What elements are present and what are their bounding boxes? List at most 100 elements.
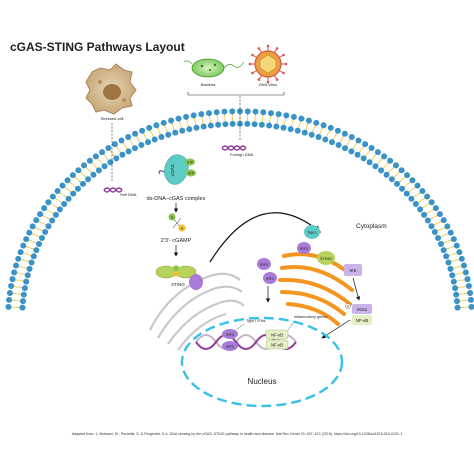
phospholipid-head xyxy=(153,122,160,129)
phospholipid-head xyxy=(313,119,320,126)
phospho-marker xyxy=(345,303,351,309)
type-ifns-pointer xyxy=(235,323,245,331)
phospholipid-head xyxy=(113,155,120,162)
phospholipid-head xyxy=(41,205,48,212)
phospholipid-head xyxy=(81,162,88,169)
phospholipid-head xyxy=(335,141,342,148)
irf3-dimer-a-label: IRF3 xyxy=(260,263,268,267)
phospholipid-head xyxy=(468,303,474,310)
sting-golgi-label: STING xyxy=(320,256,332,261)
phospholipid-head xyxy=(445,259,452,266)
phospholipid-head xyxy=(23,236,30,243)
phospholipid-head xyxy=(36,240,43,247)
phospholipid-head xyxy=(222,121,229,128)
phospholipid-head xyxy=(92,153,99,160)
phospholipid-head xyxy=(158,133,165,140)
phospholipid-head xyxy=(70,190,77,197)
phospholipid-head xyxy=(280,124,287,131)
ikk-complex xyxy=(344,264,362,276)
phospholipid-head xyxy=(424,217,431,224)
phospholipid-head xyxy=(131,145,138,152)
phospholipid-head xyxy=(33,217,40,224)
dna-virus-icon xyxy=(248,44,288,84)
endoplasmic-reticulum xyxy=(149,272,245,351)
a-label: A xyxy=(181,227,184,231)
sting-protein xyxy=(155,265,203,290)
phospholipid-head xyxy=(453,298,460,305)
phospholipid-head xyxy=(6,296,13,303)
phospholipid-head xyxy=(193,124,200,131)
phospholipid-head xyxy=(381,153,388,160)
phospholipid-head xyxy=(99,149,106,156)
tbk1-label: TBK1 xyxy=(307,230,318,235)
phospholipid-head xyxy=(327,124,334,131)
phospholipid-head xyxy=(20,242,27,249)
foreign-dna-label: Foreign DNA xyxy=(230,152,253,157)
cgamp-label: 2'3'- cGAMP xyxy=(161,238,192,244)
phospholipid-head xyxy=(45,199,52,206)
nucleus-label: Nucleus xyxy=(248,377,277,386)
phospholipid-head xyxy=(132,130,139,137)
phospholipid-head xyxy=(408,195,415,202)
phospholipid-head xyxy=(30,253,37,260)
phospholipid-head xyxy=(424,193,431,200)
nfkb-nuclear-a-label: NF-κB xyxy=(271,333,283,338)
phospholipid-head xyxy=(59,182,66,189)
phospholipid-head xyxy=(69,172,76,179)
phospholipid-head xyxy=(315,133,322,140)
phospholipid-head xyxy=(138,141,145,148)
inflammatory-genes-pointer xyxy=(287,321,295,331)
phospholipid-head xyxy=(412,201,419,208)
phospholipid-head xyxy=(74,185,81,192)
gtp-label: GTP xyxy=(187,161,194,165)
phospholipid-head xyxy=(85,176,92,183)
phospholipid-head xyxy=(145,139,152,146)
phospholipid-head xyxy=(465,283,472,290)
phospholipid-head xyxy=(294,127,301,134)
phospholipid-head xyxy=(179,127,186,134)
phospholipid-head xyxy=(20,291,27,298)
phospholipid-head xyxy=(95,167,102,174)
gtp-molecule xyxy=(185,158,195,166)
phospholipid-head xyxy=(86,157,93,164)
phospholipid-head xyxy=(42,229,49,236)
phospholipid-head xyxy=(237,120,243,127)
phospholipid-head xyxy=(305,117,312,124)
phospholipid-head xyxy=(49,217,56,224)
phospholipid-head xyxy=(33,247,40,254)
phospholipid-head xyxy=(447,265,454,272)
phospholipid-head xyxy=(258,121,265,128)
phospholipid-head xyxy=(392,162,399,169)
phospholipid-head xyxy=(15,255,22,262)
phospholipid-head xyxy=(190,112,197,119)
phospholipid-head xyxy=(464,276,471,283)
phospholipid-head xyxy=(440,217,447,224)
irf3-nuclear-b-label: IRF3 xyxy=(226,345,234,349)
phospholipid-head xyxy=(125,148,132,155)
phospholipid-head xyxy=(229,108,236,115)
phospholipid-head xyxy=(368,145,375,152)
phospholipid-head xyxy=(456,249,463,256)
phospholipid-head xyxy=(387,157,394,164)
phospholipid-head xyxy=(20,298,27,305)
phospholipid-head xyxy=(449,272,456,279)
phospholipid-head xyxy=(462,269,469,276)
phospholipid-head xyxy=(372,163,379,170)
phospholipid-head xyxy=(388,176,395,183)
self-dna-icon xyxy=(103,187,123,193)
phospholipid-head xyxy=(437,240,444,247)
foreign-dna-strand xyxy=(221,145,247,151)
phospholipid-head xyxy=(28,259,35,266)
phospholipid-head xyxy=(399,185,406,192)
phospholipid-head xyxy=(453,291,460,298)
phospholipid-head xyxy=(9,276,16,283)
phospholipid-head xyxy=(409,177,416,184)
phospholipid-head xyxy=(139,127,146,134)
phospholipid-head xyxy=(90,171,97,178)
phospholipid-head xyxy=(49,193,56,200)
phospholipid-head xyxy=(23,278,30,285)
phospholipid-head xyxy=(200,123,207,130)
phospholipid-head xyxy=(21,285,28,292)
pathogen-bracket xyxy=(187,92,285,96)
